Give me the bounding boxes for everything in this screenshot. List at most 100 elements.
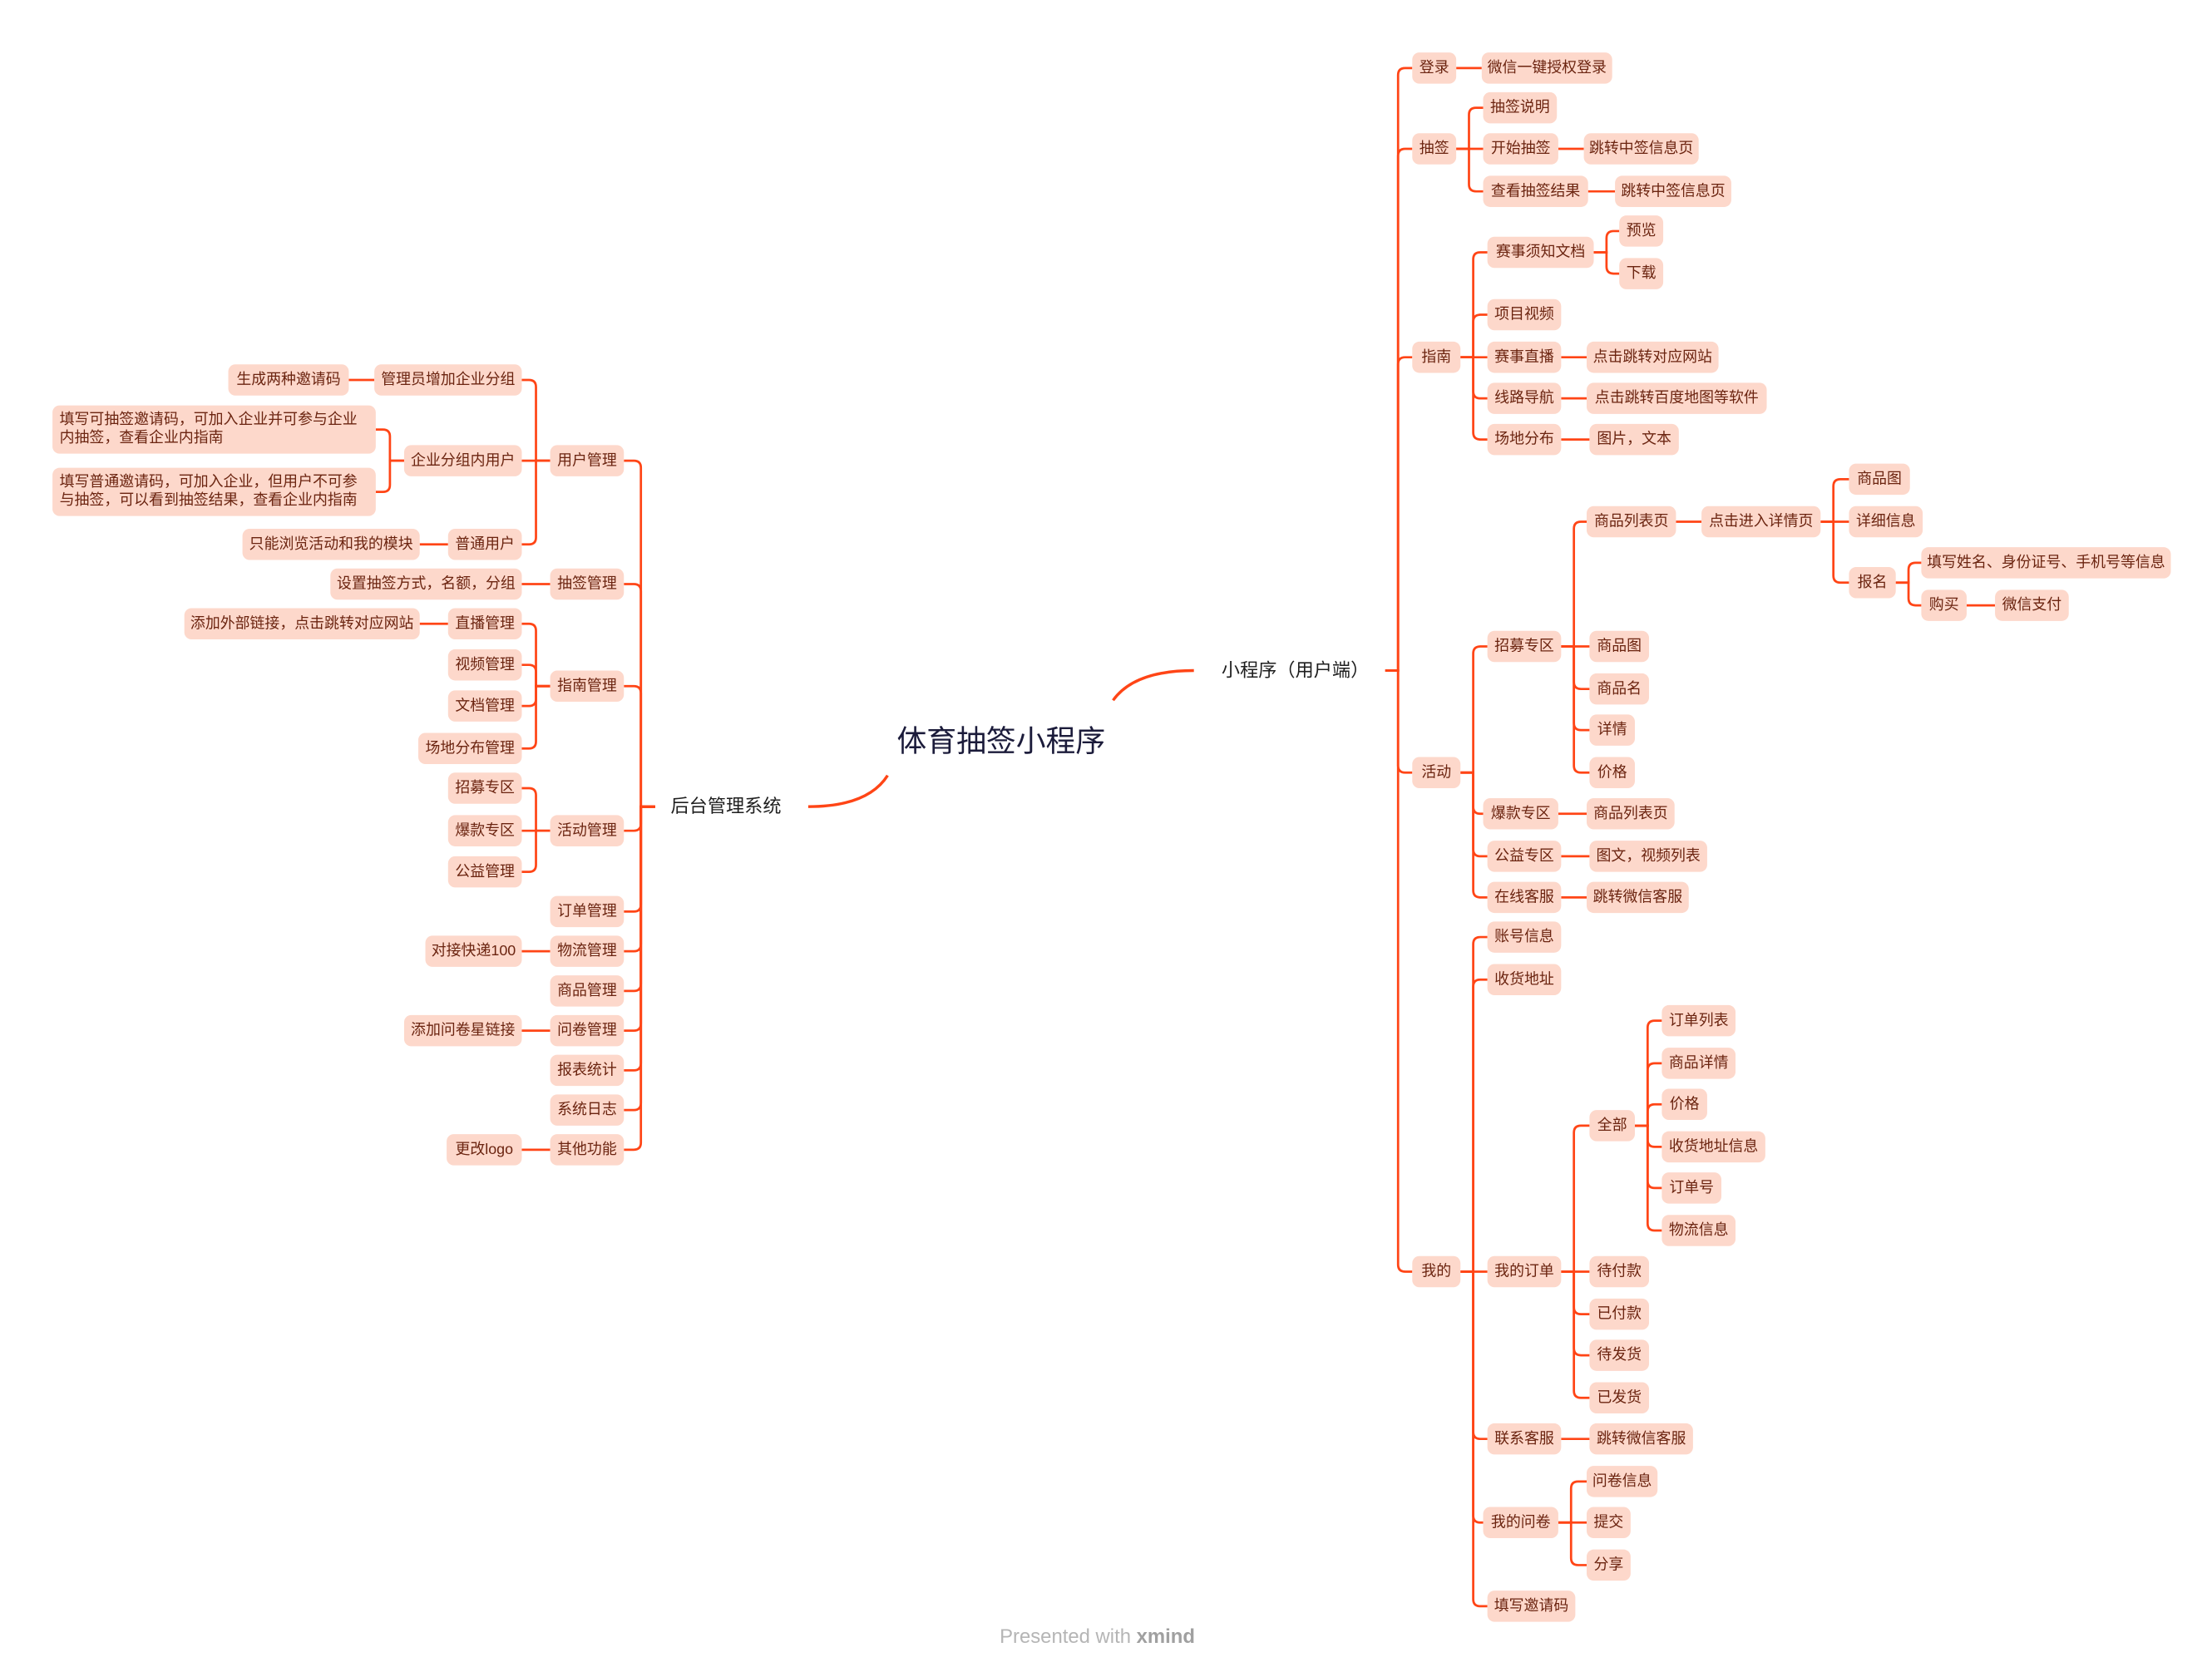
subtopic[interactable]: 下载 (1619, 258, 1664, 289)
branch-topic[interactable]: 活动管理 (550, 815, 625, 846)
main-branch-topic[interactable]: 小程序（用户端） (1221, 658, 1370, 681)
subtopic[interactable]: 只能浏览活动和我的模块 (242, 529, 420, 560)
branch-topic[interactable]: 其他功能 (550, 1134, 625, 1166)
subtopic[interactable]: 点击跳转百度地图等软件 (1587, 382, 1767, 414)
subtopic[interactable]: 点击跳转对应网站 (1587, 341, 1719, 373)
subtopic[interactable]: 全部 (1589, 1110, 1635, 1142)
subtopic[interactable]: 爆款专区 (1483, 797, 1558, 830)
branch-topic[interactable]: 物流管理 (550, 935, 625, 967)
subtopic[interactable]: 对接快递100 (425, 935, 522, 967)
subtopic[interactable]: 收货地址 (1487, 964, 1562, 995)
subtopic[interactable]: 跳转微信客服 (1587, 881, 1689, 914)
subtopic[interactable]: 账号信息 (1487, 921, 1562, 953)
subtopic[interactable]: 招募专区 (447, 772, 522, 804)
branch-topic[interactable]: 指南管理 (550, 670, 625, 703)
subtopic[interactable]: 订单号 (1661, 1172, 1721, 1204)
subtopic[interactable]: 视频管理 (447, 649, 522, 681)
subtopic[interactable]: 线路导航 (1487, 382, 1562, 414)
subtopic[interactable]: 我的问卷 (1483, 1507, 1558, 1539)
subtopic[interactable]: 价格 (1589, 757, 1635, 789)
subtopic[interactable]: 抽签说明 (1483, 91, 1558, 124)
subtopic[interactable]: 场地分布管理 (418, 732, 522, 765)
branch-topic[interactable]: 用户管理 (550, 445, 625, 476)
subtopic[interactable]: 详情 (1589, 714, 1635, 746)
subtopic[interactable]: 报名 (1849, 567, 1896, 599)
subtopic[interactable]: 在线客服 (1487, 881, 1562, 914)
branch-topic[interactable]: 问卷管理 (550, 1014, 625, 1047)
subtopic[interactable]: 图文，视频列表 (1589, 841, 1707, 872)
subtopic[interactable]: 点击进入详情页 (1701, 506, 1821, 538)
subtopic[interactable]: 联系客服 (1487, 1423, 1562, 1455)
subtopic[interactable]: 填写普通邀请码，可加入企业，但用户不可参与抽签，可以看到抽签结果，查看企业内指南 (52, 467, 376, 516)
subtopic[interactable]: 分享 (1587, 1549, 1631, 1581)
branch-topic[interactable]: 活动 (1412, 757, 1461, 789)
subtopic[interactable]: 填写姓名、身份证号、手机号等信息 (1921, 547, 2171, 579)
connector-line (375, 428, 404, 462)
subtopic[interactable]: 订单列表 (1661, 1004, 1736, 1037)
subtopic[interactable]: 查看抽签结果 (1483, 175, 1588, 207)
subtopic[interactable]: 已发货 (1589, 1382, 1650, 1413)
subtopic[interactable]: 待付款 (1589, 1255, 1650, 1288)
branch-topic[interactable]: 报表统计 (550, 1054, 625, 1087)
subtopic[interactable]: 填写邀请码 (1487, 1591, 1576, 1622)
subtopic[interactable]: 直播管理 (447, 608, 522, 640)
subtopic[interactable]: 场地分布 (1487, 423, 1562, 456)
branch-topic[interactable]: 抽签 (1412, 133, 1457, 165)
connector-line (1460, 1270, 1484, 1524)
subtopic[interactable]: 商品名 (1589, 673, 1650, 705)
subtopic[interactable]: 微信支付 (1995, 589, 2069, 621)
subtopic[interactable]: 设置抽签方式，名额，分组 (330, 568, 522, 600)
branch-topic[interactable]: 指南 (1412, 341, 1461, 373)
subtopic[interactable]: 文档管理 (447, 690, 522, 722)
connector-line (521, 459, 551, 546)
main-branch-topic[interactable]: 后台管理系统 (670, 795, 782, 817)
subtopic[interactable]: 图片，文本 (1589, 423, 1679, 456)
subtopic[interactable]: 开始抽签 (1483, 133, 1558, 165)
subtopic[interactable]: 爆款专区 (447, 815, 522, 846)
subtopic[interactable]: 添加外部链接，点击跳转对应网站 (184, 608, 420, 640)
subtopic[interactable]: 我的订单 (1487, 1255, 1562, 1288)
central-topic[interactable]: 体育抽签小程序 (896, 726, 1106, 759)
subtopic[interactable]: 公益管理 (447, 856, 522, 888)
branch-topic[interactable]: 我的 (1412, 1255, 1461, 1288)
subtopic[interactable]: 收货地址信息 (1661, 1131, 1765, 1163)
subtopic[interactable]: 商品图 (1849, 463, 1910, 496)
subtopic[interactable]: 更改logo (447, 1134, 522, 1166)
subtopic[interactable]: 详细信息 (1849, 506, 1923, 538)
subtopic[interactable]: 提交 (1587, 1507, 1631, 1539)
branch-topic[interactable]: 抽签管理 (550, 568, 625, 600)
subtopic[interactable]: 招募专区 (1487, 630, 1562, 663)
subtopic[interactable]: 公益专区 (1487, 841, 1562, 872)
subtopic[interactable]: 跳转微信客服 (1589, 1423, 1693, 1455)
subtopic[interactable]: 普通用户 (447, 529, 522, 560)
subtopic[interactable]: 物流信息 (1661, 1215, 1736, 1246)
subtopic[interactable]: 跳转中签信息页 (1615, 175, 1731, 207)
subtopic[interactable]: 项目视频 (1487, 298, 1562, 331)
branch-topic[interactable]: 登录 (1412, 52, 1457, 84)
subtopic[interactable]: 商品详情 (1661, 1048, 1736, 1079)
subtopic[interactable]: 赛事直播 (1487, 341, 1562, 373)
subtopic[interactable]: 问卷信息 (1587, 1466, 1658, 1497)
subtopic[interactable]: 购买 (1921, 589, 1967, 621)
subtopic[interactable]: 添加问卷星链接 (403, 1014, 522, 1047)
subtopic[interactable]: 赛事须知文档 (1487, 236, 1594, 269)
subtopic[interactable]: 价格 (1661, 1088, 1707, 1121)
branch-topic[interactable]: 订单管理 (550, 895, 625, 928)
subtopic[interactable]: 商品图 (1589, 630, 1650, 663)
subtopic[interactable]: 微信一键授权登录 (1481, 52, 1612, 84)
subtopic[interactable]: 已付款 (1589, 1298, 1650, 1330)
subtopic[interactable]: 生成两种邀请码 (228, 364, 349, 396)
branch-topic[interactable]: 系统日志 (550, 1094, 625, 1126)
connector-line (1460, 935, 1488, 1273)
subtopic[interactable]: 商品列表页 (1587, 506, 1676, 538)
subtopic[interactable]: 预览 (1619, 215, 1664, 247)
subtopic[interactable]: 企业分组内用户 (403, 445, 522, 476)
connector-line (1558, 1521, 1587, 1566)
connector-line (521, 829, 551, 874)
subtopic[interactable]: 填写可抽签邀请码，可加入企业并可参与企业内抽签，查看企业内指南 (52, 405, 376, 454)
subtopic[interactable]: 跳转中签信息页 (1583, 133, 1699, 165)
subtopic[interactable]: 管理员增加企业分组 (374, 364, 522, 396)
subtopic[interactable]: 商品列表页 (1587, 797, 1675, 830)
subtopic[interactable]: 待发货 (1589, 1339, 1650, 1371)
branch-topic[interactable]: 商品管理 (550, 975, 625, 1007)
